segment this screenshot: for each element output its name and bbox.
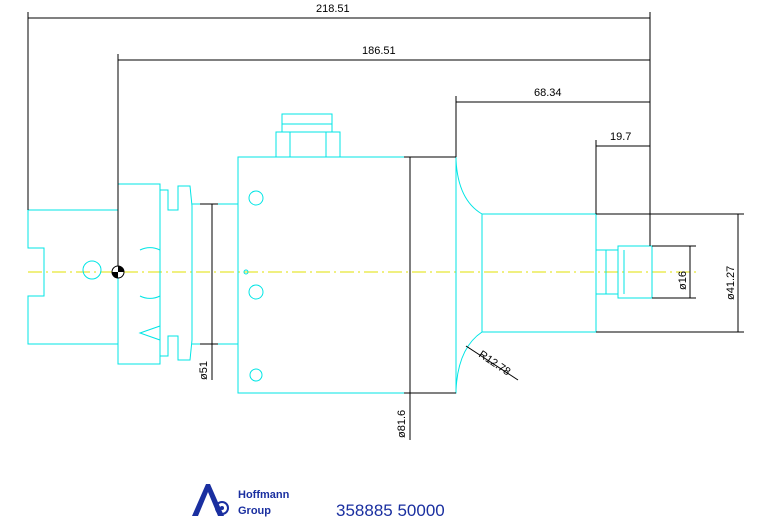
flange-groove — [160, 185, 193, 361]
dim-shaft-diameter: ø41.27 — [725, 266, 737, 300]
tool-outline — [27, 113, 653, 394]
fillet-top — [455, 157, 483, 215]
neck-outline — [192, 203, 238, 345]
logo-mark-icon — [192, 484, 224, 516]
body-hole-top — [248, 190, 264, 206]
body-hole-low — [249, 368, 263, 382]
coolant-nut — [275, 113, 341, 157]
hoffmann-logo: Hoffmann Group — [192, 484, 290, 517]
body-hole-mid — [248, 284, 264, 300]
dim-tip-diameter: ø16 — [677, 271, 689, 290]
logo-line-2: Group — [238, 505, 271, 517]
fillet-bottom — [455, 331, 483, 393]
part-number: 358885 50000 — [336, 501, 445, 520]
logo-line-1: Hoffmann — [238, 489, 290, 501]
dim-flange-diameter: ø51 — [198, 361, 210, 380]
flange-notch — [139, 247, 161, 299]
tip-steps — [605, 250, 625, 294]
dim-body-diameter: ø81.6 — [396, 410, 408, 438]
dim-length-from-flange: 186.51 — [362, 45, 396, 57]
shank-outline — [27, 209, 119, 345]
dim-fillet-radius: R12.78 — [476, 349, 512, 379]
flange-outline — [117, 183, 161, 365]
dim-extension-length: 68.34 — [534, 87, 562, 99]
dim-overall-length: 218.51 — [316, 3, 350, 15]
tip-outline — [596, 245, 653, 299]
dimension-lines — [27, 12, 744, 440]
body-hole-small — [243, 269, 249, 275]
dim-tip-length: 19.7 — [610, 131, 631, 143]
flange-key — [138, 325, 161, 341]
main-body — [237, 156, 457, 394]
shaft-outline — [481, 213, 597, 333]
shank-hole — [82, 260, 102, 280]
